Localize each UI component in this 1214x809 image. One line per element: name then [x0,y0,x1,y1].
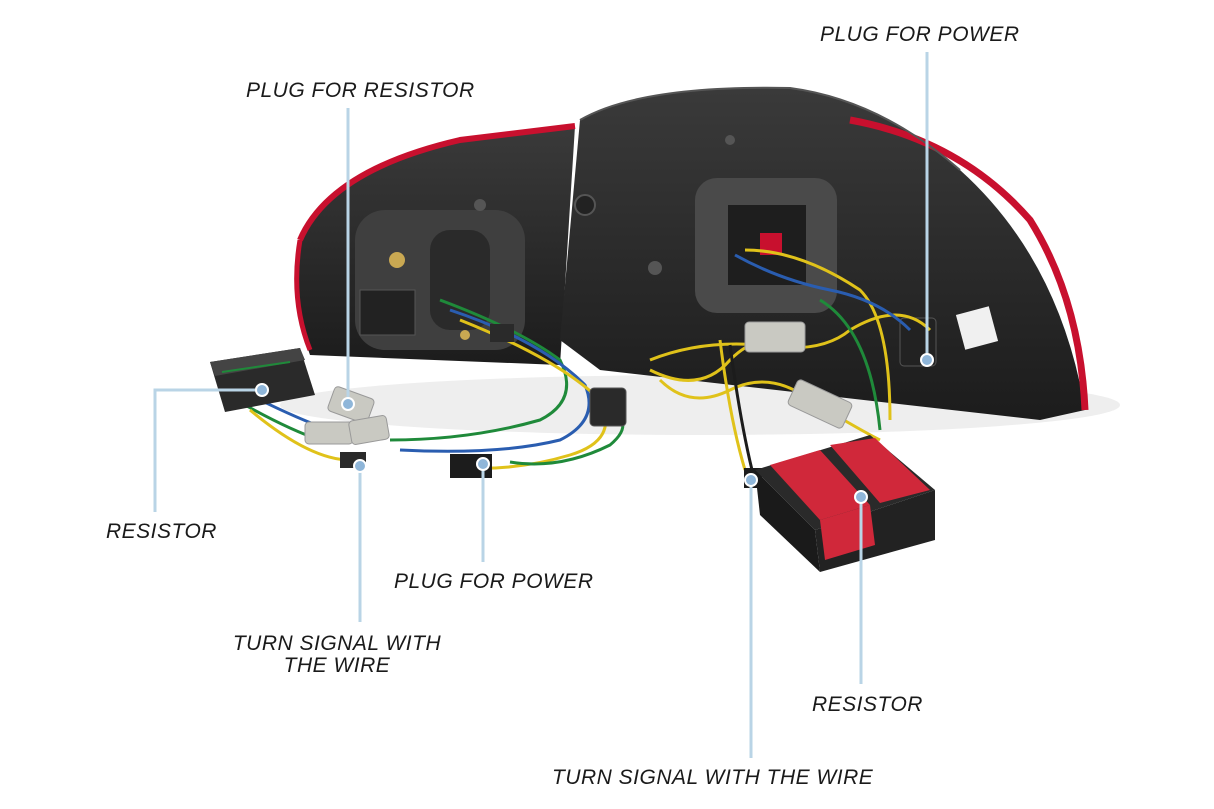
label-resistor-left: RESISTOR [106,520,217,543]
callout-dot-resistor-left [255,383,269,397]
left-resistor-box [210,348,315,412]
callout-dot-turn-bottom [744,473,758,487]
callout-dots [255,353,934,504]
label-turn-signal-with-the-wire-bottom: TURN SIGNAL WITH THE WIRE [552,766,874,789]
label-turn-signal-left-line2: THE WIRE [283,654,391,677]
outer-tail-lamp [560,86,1089,420]
label-plug-for-power-top: PLUG FOR POWER [820,23,1020,46]
callout-dot-turn-left [353,459,367,473]
callout-dot-plug-power-middle [476,457,490,471]
label-plug-for-resistor: PLUG FOR RESISTOR [246,79,475,102]
inner-tail-lamp [294,123,576,365]
callout-lines [153,52,929,758]
label-resistor-right: RESISTOR [812,693,923,716]
label-plug-for-power-middle: PLUG FOR POWER [394,570,594,593]
callout-dot-plug-resistor [341,397,355,411]
right-resistor-box [755,435,935,572]
callout-dot-plug-power-top [920,353,934,367]
label-turn-signal-with-the-wire-left: TURN SIGNAL WITH THE WIRE [232,633,442,677]
label-turn-signal-left-line1: TURN SIGNAL WITH [232,632,442,655]
callout-dot-resistor-right [854,490,868,504]
